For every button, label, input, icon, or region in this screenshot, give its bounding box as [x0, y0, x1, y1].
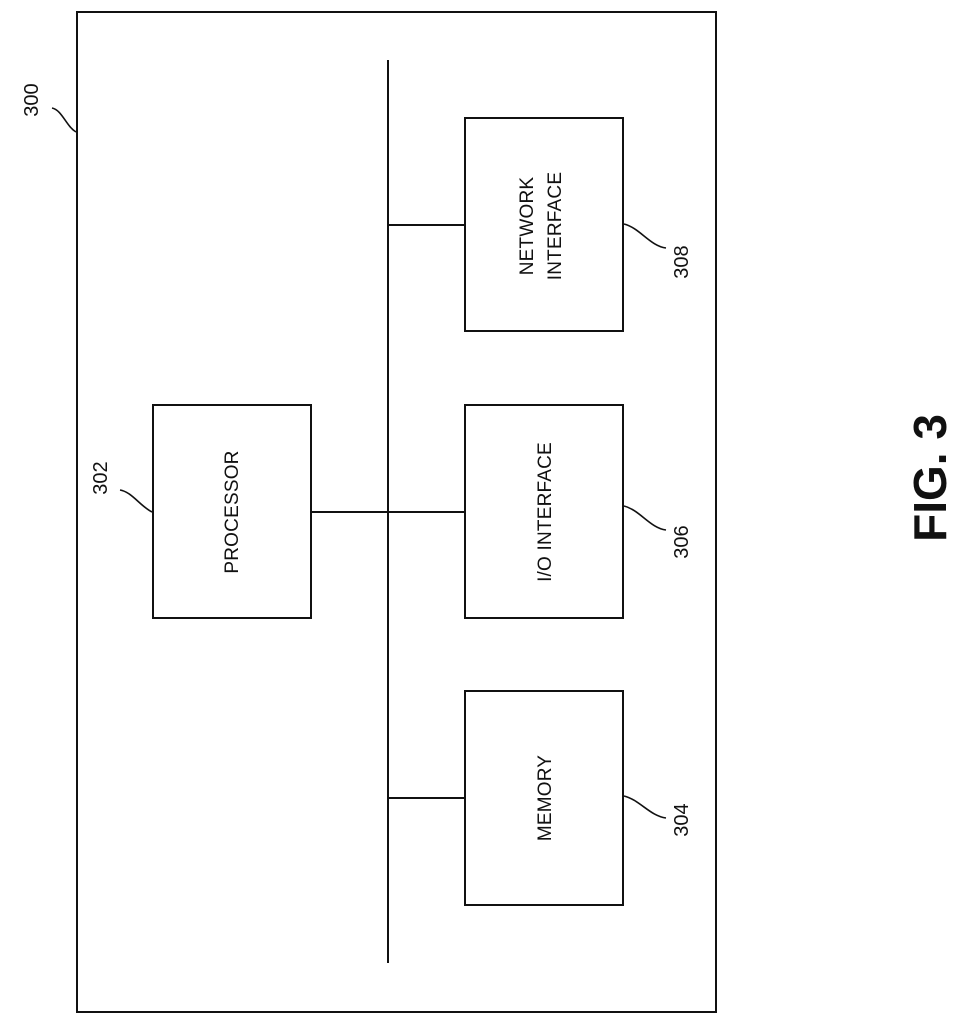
- processor-reference-leader: [120, 490, 152, 512]
- network-interface-label-line1: NETWORK: [517, 177, 538, 276]
- network-interface-reference-label: 308: [671, 245, 693, 278]
- figure-caption: FIG. 3: [904, 414, 956, 542]
- io-interface-reference-leader: [624, 506, 666, 530]
- processor-reference-label: 302: [90, 461, 112, 494]
- memory-reference-label: 304: [671, 803, 693, 836]
- network-interface-label-line2: INTERFACE: [545, 172, 566, 280]
- io-interface-label: I/O INTERFACE: [535, 442, 556, 582]
- processor-label: PROCESSOR: [222, 450, 243, 573]
- system-reference-leader: [52, 108, 76, 132]
- memory-reference-leader: [624, 796, 666, 818]
- io-interface-reference-label: 306: [671, 525, 693, 558]
- memory-label: MEMORY: [535, 755, 556, 841]
- network-interface-box: [465, 118, 623, 331]
- system-reference-label: 300: [21, 83, 43, 116]
- network-interface-reference-leader: [624, 224, 666, 248]
